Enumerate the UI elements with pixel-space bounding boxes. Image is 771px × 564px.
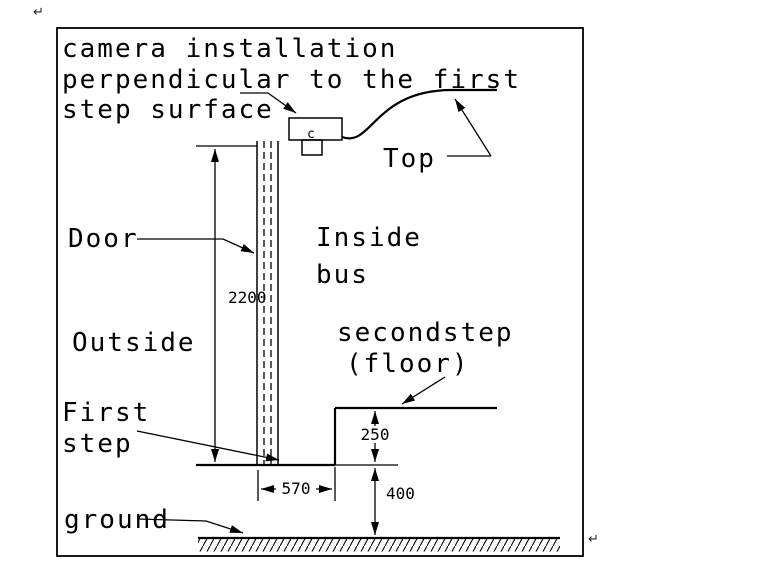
ground-leader-arrow bbox=[137, 518, 244, 534]
ground-hatching bbox=[198, 538, 560, 552]
second-step-label-line2: (floor) bbox=[346, 349, 470, 379]
second-step-label-line1: secondstep bbox=[337, 318, 514, 348]
inside-bus-label-line2: bus bbox=[316, 260, 369, 290]
outside-label: Outside bbox=[72, 328, 196, 358]
door-leader-arrow bbox=[137, 238, 255, 254]
return-mark-bottom: ↵ bbox=[588, 532, 599, 547]
camera-note-line3: step surface bbox=[62, 95, 274, 125]
bus-roof-curve bbox=[341, 88, 497, 140]
dim-250-value: 250 bbox=[361, 425, 390, 444]
first-step-label-line1: First bbox=[62, 398, 150, 428]
dim-570-value: 570 bbox=[282, 479, 311, 498]
camera-note-leader-arrow bbox=[240, 92, 297, 114]
dim-250-text-mask bbox=[358, 426, 392, 443]
dim-2200-value: 2200 bbox=[228, 288, 267, 307]
top-label: Top bbox=[383, 144, 436, 174]
dim-400-value: 400 bbox=[386, 484, 415, 503]
first-step-label-line2: step bbox=[62, 429, 133, 459]
camera-body bbox=[288, 117, 343, 141]
camera-note-line1: camera installation bbox=[62, 34, 397, 64]
first-step-leader-arrow bbox=[136, 430, 280, 462]
door-label: Door bbox=[68, 224, 139, 254]
camera-mark-label: c bbox=[307, 127, 315, 142]
figure-border bbox=[56, 27, 584, 557]
top-leader-arrow bbox=[454, 98, 492, 157]
return-mark-top: ↵ bbox=[33, 5, 44, 20]
second-step-leader-arrow bbox=[401, 376, 446, 405]
inside-bus-label-line1: Inside bbox=[316, 223, 422, 253]
dim-570-text-mask bbox=[276, 480, 316, 496]
camera-lens-box bbox=[301, 139, 323, 156]
door-lines bbox=[256, 141, 279, 465]
